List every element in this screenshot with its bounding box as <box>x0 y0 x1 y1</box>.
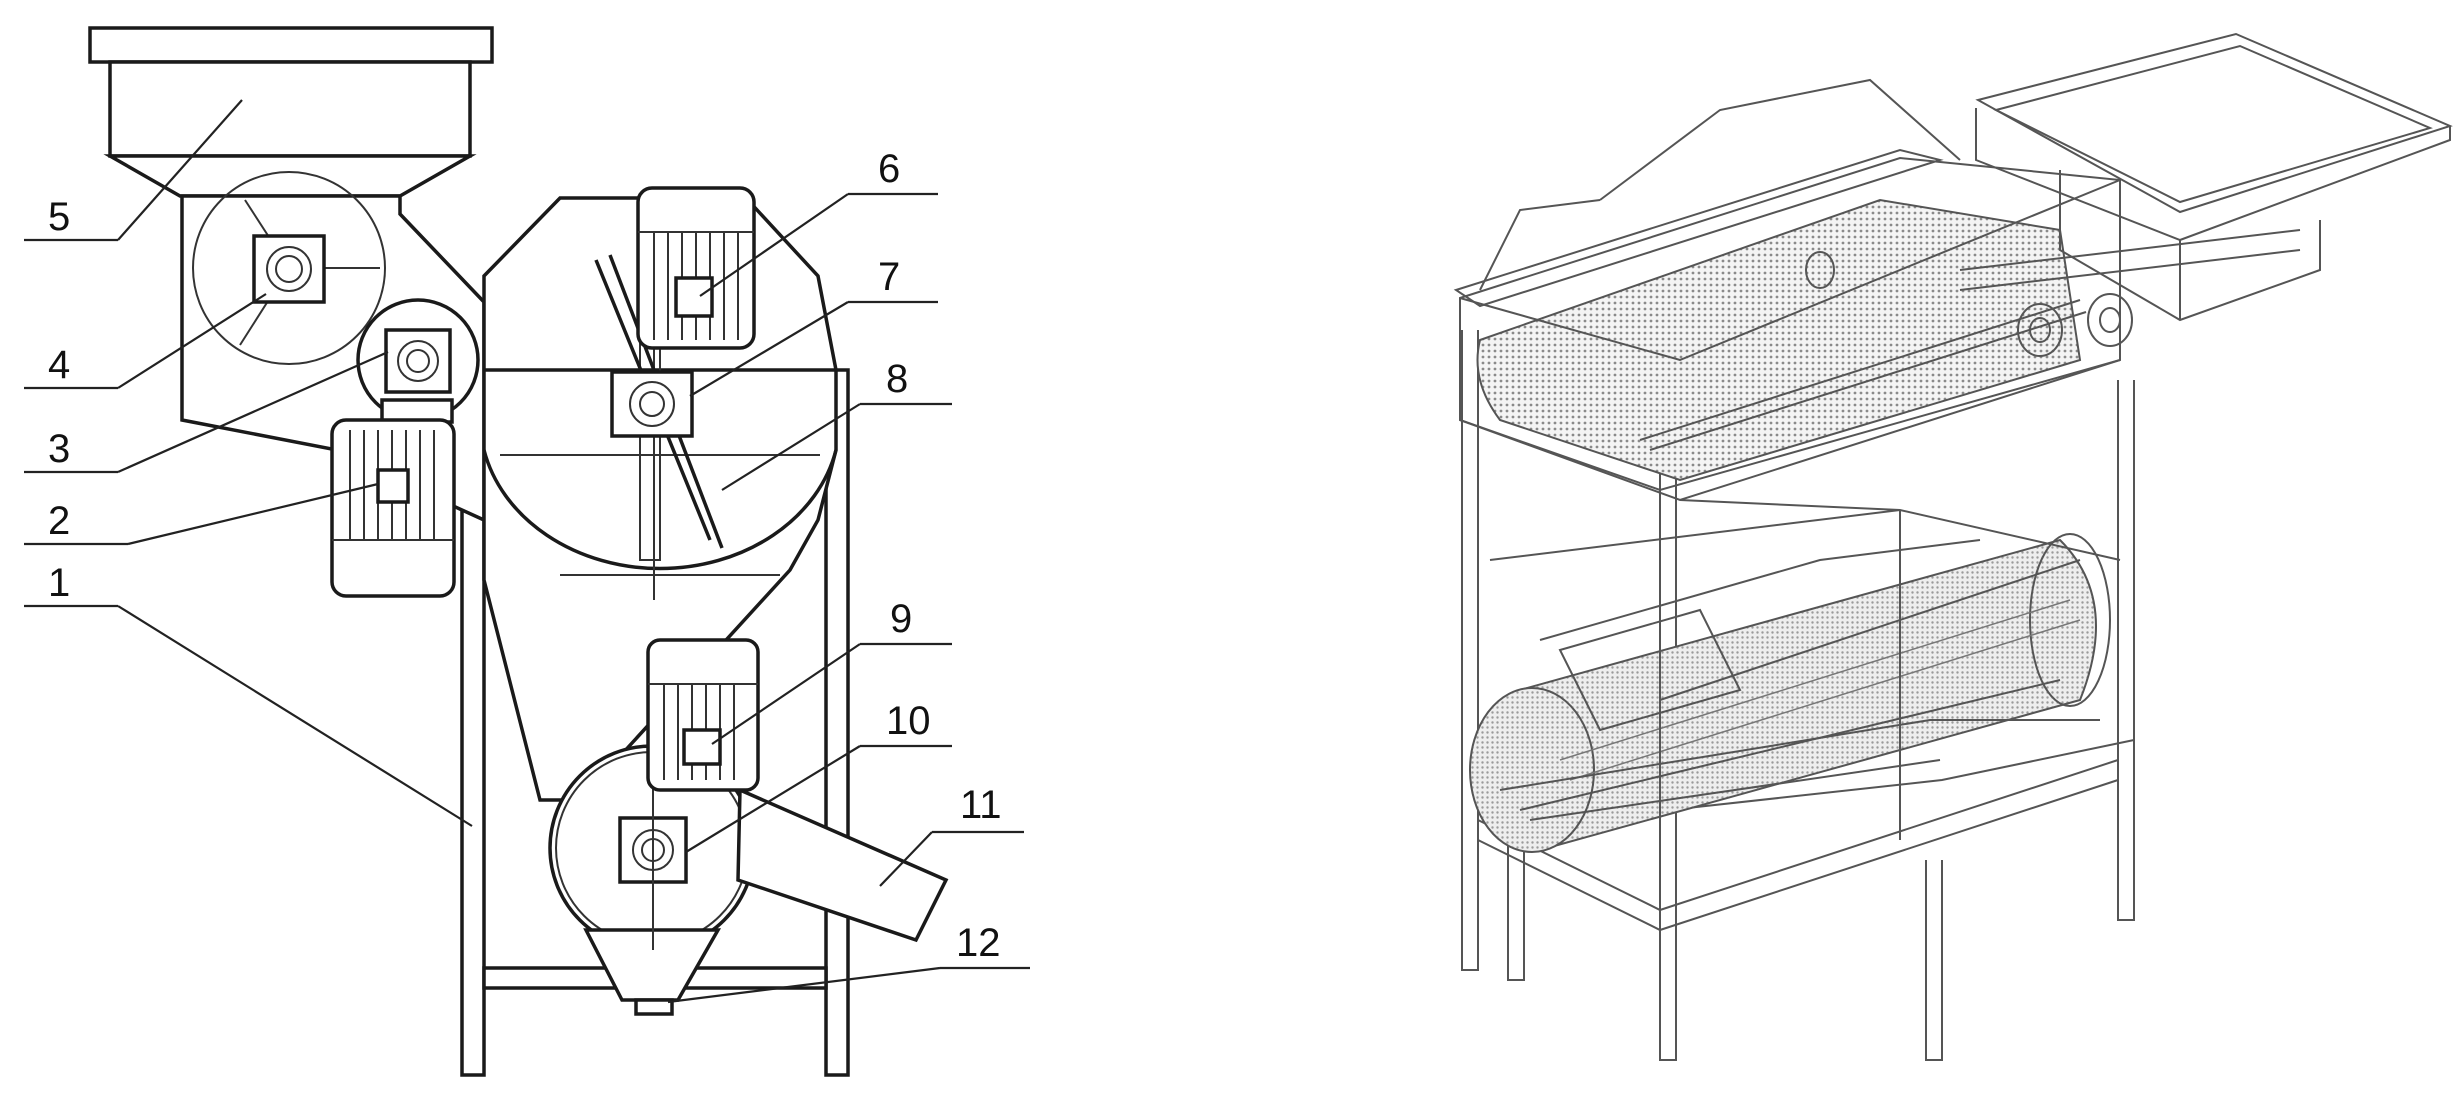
callout-3: 3 <box>48 427 70 471</box>
lower-shell <box>1459 359 2121 900</box>
hopper <box>88 26 494 198</box>
callout-6: 6 <box>878 147 900 191</box>
gear-reducer <box>356 298 480 424</box>
schematic-svg: 1 2 3 4 5 6 7 8 9 10 11 12 <box>24 26 1030 1077</box>
callout-4: 4 <box>48 343 70 387</box>
callout-9: 9 <box>890 597 912 641</box>
callout-leaders <box>24 99 1030 1004</box>
upper-drum <box>1453 78 2121 502</box>
drive-pulleys <box>1805 229 2301 357</box>
callout-11: 11 <box>960 783 1002 827</box>
isometric-wireframe <box>1420 0 2460 1097</box>
lower-motor <box>646 638 760 792</box>
callout-10: 10 <box>886 699 931 743</box>
feed-hopper <box>1975 32 2453 322</box>
callout-labels: 1 2 3 4 5 6 7 8 9 10 11 12 <box>48 147 1002 965</box>
lower-drum <box>1469 533 2111 853</box>
feeder-motor <box>330 418 456 598</box>
callout-1: 1 <box>48 561 70 605</box>
drum-motor <box>610 186 756 438</box>
callout-7: 7 <box>878 255 900 299</box>
callout-8: 8 <box>886 357 908 401</box>
isometric-svg <box>1453 32 2453 1061</box>
callout-5: 5 <box>48 195 70 239</box>
schematic-drawing: 1 2 3 4 5 6 7 8 9 10 11 12 <box>0 0 1060 1097</box>
callout-2: 2 <box>48 499 70 543</box>
lower-housing <box>548 744 949 1016</box>
callout-12: 12 <box>956 921 1001 965</box>
